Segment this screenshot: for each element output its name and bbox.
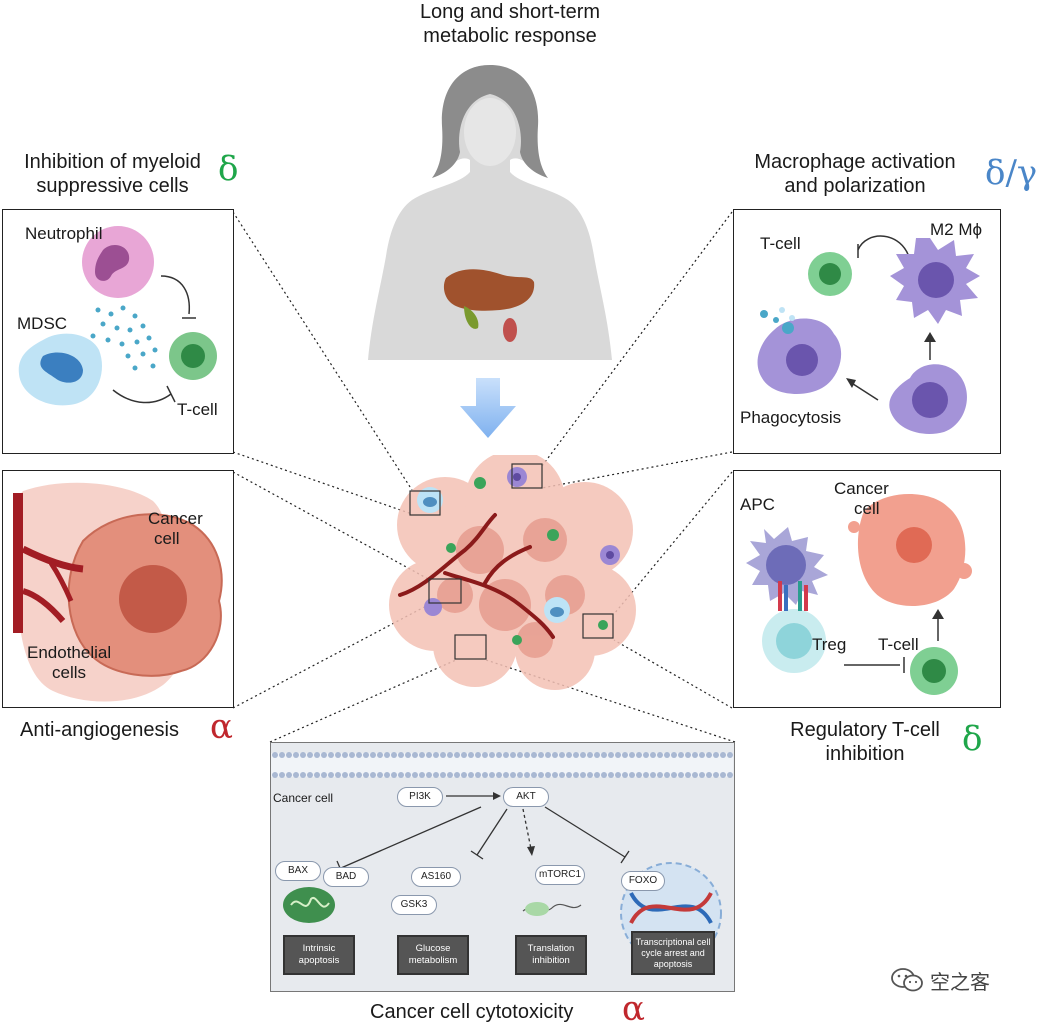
gsk3-node: GSK3 (391, 895, 437, 915)
treg-title: Regulatory T-cell inhibition (770, 718, 960, 766)
down-arrow-icon (460, 378, 516, 438)
myeloid-illustration (18, 226, 217, 406)
treg-tcell-label: T-cell (878, 635, 919, 654)
treg-greek: δ (962, 719, 983, 759)
mtorc1-node: mTORC1 (535, 865, 585, 885)
treg-panel: APC Cancer cell Treg T-cell (733, 470, 1001, 708)
pathway-panel: Cancer cell PI3K AKT BAX BAD AS160 GSK3 … (270, 742, 735, 992)
myeloid-tcell-label: T-cell (177, 400, 218, 419)
treg-cancer-line1: Cancer (834, 479, 889, 498)
as160-node: AS160 (411, 867, 461, 887)
glucose-metabolism-box: Glucose metabolism (397, 935, 469, 975)
top-title: Long and short-term metabolic response (340, 0, 680, 48)
intrinsic-apoptosis-box: Intrinsic apoptosis (283, 935, 355, 975)
myeloid-title-line2: suppressive cells (36, 175, 189, 197)
angio-title: Anti-angiogenesis (20, 719, 179, 741)
angio-cancer-label: Cancer cell (148, 509, 203, 549)
myeloid-panel: Neutrophil MDSC T-cell (2, 209, 234, 454)
apc-label: APC (740, 495, 775, 514)
macro-title-line1: Macrophage activation (754, 151, 956, 173)
wechat-icon (891, 968, 923, 992)
angio-endo-label: Endothelial cells (27, 643, 111, 683)
macro-title-line2: and polarization (784, 175, 926, 197)
treg-label: Treg (812, 635, 847, 654)
macro-title: Macrophage activation and polarization (745, 150, 965, 198)
treg-cancer-line2: cell (854, 499, 880, 518)
liver-icon (443, 269, 535, 311)
mdsc-label: MDSC (17, 314, 68, 333)
angio-endo-line1: Endothelial (27, 643, 112, 662)
m2-label: M2 Mϕ (930, 220, 983, 239)
phagocytosis-label: Phagocytosis (740, 408, 842, 427)
bad-node: BAD (323, 867, 369, 887)
macro-illustration (757, 235, 980, 434)
macro-tcell-label: T-cell (760, 234, 801, 253)
tumor-illustration (389, 455, 636, 690)
top-title-line1: Long and short-term (419, 1, 601, 23)
angio-greek: α (210, 707, 233, 747)
watermark-text: 空之客 (930, 970, 990, 994)
treg-cancer-label: Cancer cell (834, 479, 889, 519)
angio-illustration (13, 482, 223, 702)
treg-title-line2: inhibition (825, 743, 905, 765)
macro-panel: T-cell M2 Mϕ Phagocytosis (733, 209, 1001, 454)
myeloid-greek: δ (218, 149, 239, 189)
treg-title-line1: Regulatory T-cell (790, 719, 940, 741)
foxo-node: FOXO (621, 871, 665, 891)
macro-greek: δ/γ (985, 153, 1038, 193)
angio-cancer-line1: Cancer (148, 509, 203, 528)
akt-node: AKT (503, 787, 549, 807)
angio-cancer-line2: cell (154, 529, 180, 548)
angio-endo-line2: cells (52, 663, 87, 682)
pi3k-node: PI3K (397, 787, 443, 807)
human-figure (368, 65, 612, 360)
transcriptional-arrest-box: Transcriptional cell cycle arrest and ap… (631, 931, 715, 975)
bax-node: BAX (275, 861, 321, 881)
top-title-line2: metabolic response (423, 25, 597, 47)
treg-illustration (746, 493, 972, 695)
myeloid-title-line1: Inhibition of myeloid (24, 151, 201, 173)
pathway-title: Cancer cell cytotoxicity (370, 1001, 574, 1023)
translation-inhibition-box: Translation inhibition (515, 935, 587, 975)
neutrophil-label: Neutrophil (25, 224, 103, 243)
pathway-greek: α (622, 989, 645, 1029)
myeloid-title: Inhibition of myeloid suppressive cells (0, 150, 225, 198)
pathway-cell-label: Cancer cell (273, 791, 334, 805)
kidney-icon (503, 318, 517, 342)
angio-panel: Cancer cell Endothelial cells (2, 470, 234, 708)
